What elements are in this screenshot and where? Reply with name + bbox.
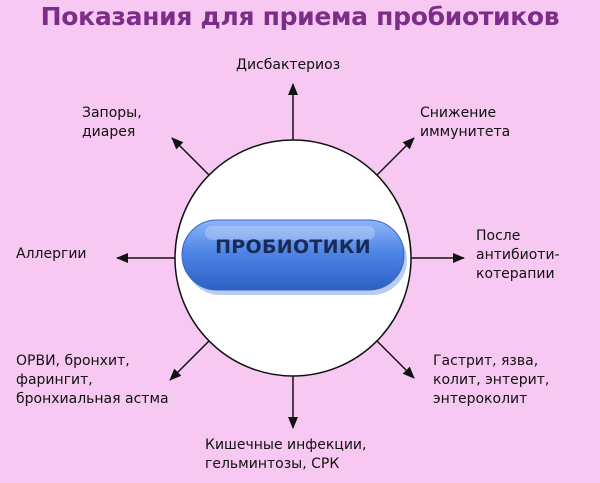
arrow-gastritis	[373, 337, 415, 379]
page-title: Показания для приема пробиотиков	[40, 2, 560, 31]
arrow-constipation	[171, 137, 213, 179]
label-allergies: Аллергии	[16, 246, 87, 262]
arrows	[116, 83, 465, 429]
label-respiratory: ОРВИ, бронхит, фарингит, бронхиальная ас…	[16, 353, 169, 407]
label-antibiotics: После антибиоти- котерапии	[476, 228, 560, 282]
label-gastritis: Гастрит, язва, колит, энтерит, энтерокол…	[433, 353, 550, 407]
label-constipation: Запоры, диарея	[82, 105, 142, 140]
probiotic-capsule	[181, 219, 407, 295]
label-dysbacteriosis: Дисбактериоз	[236, 57, 341, 73]
label-intestinal: Кишечные инфекции, гельминтозы, СРК	[205, 437, 367, 472]
arrow-respiratory	[169, 337, 213, 381]
label-immunity: Снижение иммунитета	[420, 105, 511, 140]
arrow-immunity	[373, 137, 415, 179]
center-label: ПРОБИОТИКИ	[215, 236, 371, 258]
